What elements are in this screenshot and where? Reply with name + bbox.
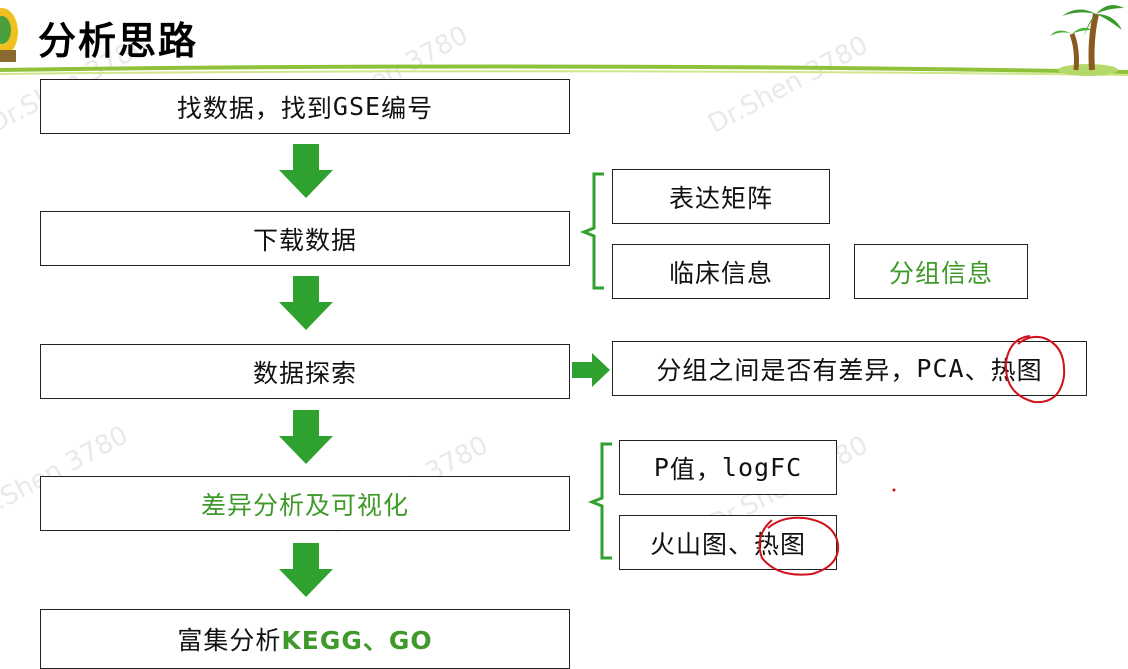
step-find-data-label-a: 找数据，找到 bbox=[176, 93, 333, 123]
group-info-label: 分组信息 bbox=[888, 258, 993, 288]
title-underline bbox=[0, 64, 1128, 76]
down-arrow-icon bbox=[279, 543, 333, 597]
group-info-box: 分组信息 bbox=[854, 244, 1028, 299]
explore-result-label-a: 分组之间是否有差异， bbox=[656, 355, 917, 385]
globe-icon bbox=[0, 8, 18, 62]
step-differential-analysis: 差异分析及可视化 bbox=[40, 476, 570, 531]
step-download-data: 下载数据 bbox=[40, 211, 570, 266]
pvalue-label-a: P bbox=[653, 453, 670, 482]
right-arrow-icon bbox=[572, 353, 610, 387]
volcano-label: 火山图、 bbox=[649, 529, 754, 559]
explore-result-label-d: 热图 bbox=[990, 355, 1043, 385]
diff-bracket bbox=[587, 442, 612, 560]
down-arrow-icon bbox=[279, 410, 333, 464]
logfc-label: logFC bbox=[721, 453, 803, 482]
step-differential-analysis-label: 差异分析及可视化 bbox=[200, 490, 409, 520]
step-explore-data-label: 数据探索 bbox=[252, 358, 357, 388]
expression-matrix-box: 表达矩阵 bbox=[612, 169, 830, 224]
clinical-info-box: 临床信息 bbox=[612, 244, 830, 299]
pvalue-label-b: 值， bbox=[669, 454, 722, 484]
expression-matrix-label: 表达矩阵 bbox=[668, 183, 773, 213]
step-find-data-label-b: GSE bbox=[332, 92, 382, 121]
step-enrichment-label-b: KEGG、GO bbox=[281, 626, 433, 655]
step-find-data-label-c: 编号 bbox=[381, 93, 434, 123]
red-circle-annotation bbox=[1004, 335, 1066, 404]
red-circle-annotation bbox=[758, 516, 840, 576]
explore-result-box: 分组之间是否有差异，PCA、热图 bbox=[612, 341, 1087, 396]
explore-result-label-b: PCA bbox=[916, 354, 965, 383]
watermark: Dr.Shen 3780 bbox=[703, 30, 874, 140]
step-enrichment-label-a: 富集分析 bbox=[177, 626, 282, 655]
palm-tree-icon bbox=[1050, 5, 1124, 76]
red-dot bbox=[892, 488, 896, 492]
step-download-data-label: 下载数据 bbox=[252, 225, 357, 255]
page-title: 分析思路 bbox=[38, 19, 199, 63]
explore-result-label-c: 、 bbox=[964, 355, 991, 385]
step-explore-data: 数据探索 bbox=[40, 344, 570, 399]
down-arrow-icon bbox=[279, 276, 333, 330]
download-bracket bbox=[579, 172, 604, 290]
clinical-info-label: 临床信息 bbox=[668, 258, 773, 288]
down-arrow-icon bbox=[279, 144, 333, 198]
